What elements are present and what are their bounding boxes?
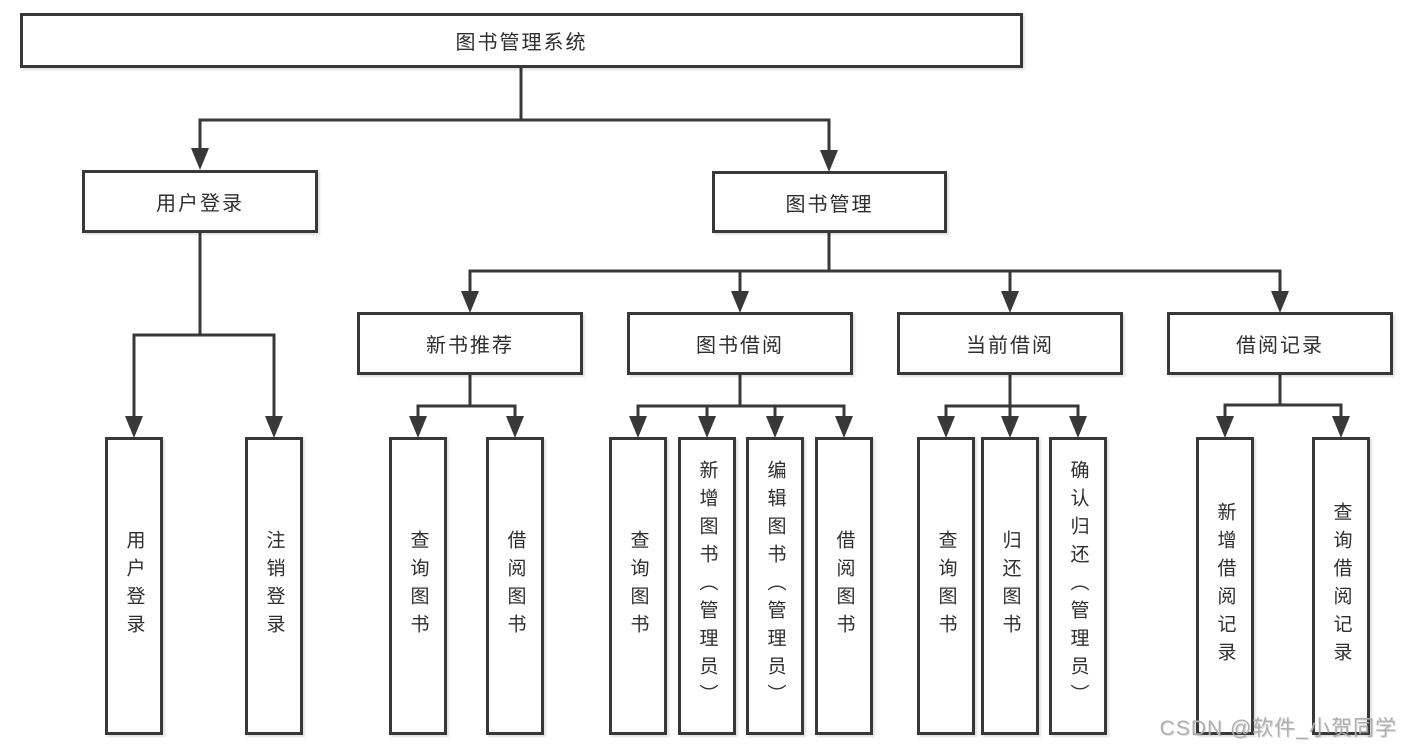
node-new-book-recommend: 新书推荐: [357, 312, 583, 375]
leaf-current-confirm-return-admin-label: 确认归还（管理员）: [1067, 460, 1089, 712]
leaf-records-add-record-label: 新增借阅记录: [1214, 502, 1236, 670]
leaf-current-return-books-label: 归还图书: [999, 530, 1021, 642]
leaf-records-query-record-label: 查询借阅记录: [1330, 502, 1352, 670]
leaf-borrow-edit-books-admin: 编辑图书（管理员）: [746, 437, 804, 735]
leaf-current-confirm-return-admin: 确认归还（管理员）: [1049, 437, 1107, 735]
leaf-current-return-books: 归还图书: [981, 437, 1039, 735]
leaf-borrow-add-books-admin: 新增图书（管理员）: [678, 437, 736, 735]
leaf-records-add-record: 新增借阅记录: [1196, 437, 1254, 735]
leaf-current-query-books: 查询图书: [917, 437, 975, 735]
leaf-newbooks-query-books: 查询图书: [389, 437, 447, 735]
leaf-logout-label: 注销登录: [263, 530, 285, 642]
node-book-borrow: 图书借阅: [627, 312, 853, 375]
node-current-borrow: 当前借阅: [897, 312, 1123, 375]
leaf-records-query-record: 查询借阅记录: [1312, 437, 1370, 735]
node-book-management: 图书管理: [712, 171, 947, 233]
node-current-borrow-label: 当前借阅: [966, 335, 1054, 357]
leaf-borrow-add-books-admin-label: 新增图书（管理员）: [696, 460, 718, 712]
leaf-borrow-edit-books-admin-label: 编辑图书（管理员）: [764, 460, 786, 712]
leaf-user-login: 用户登录: [105, 437, 163, 735]
leaf-user-login-label: 用户登录: [123, 530, 145, 642]
csdn-watermark: CSDN @软件_小贺同学: [1159, 717, 1397, 740]
node-user-login-branch: 用户登录: [82, 170, 318, 233]
node-borrow-records: 借阅记录: [1167, 312, 1393, 375]
node-user-login-branch-label: 用户登录: [156, 193, 244, 215]
leaf-logout: 注销登录: [245, 437, 303, 735]
leaf-borrow-query-books-label: 查询图书: [627, 530, 649, 642]
leaf-newbooks-borrow-books-label: 借阅图书: [504, 530, 526, 642]
node-book-management-label: 图书管理: [785, 193, 874, 216]
leaf-borrow-borrow-books-label: 借阅图书: [833, 530, 855, 642]
node-library-system-label: 图书管理系统: [455, 32, 588, 54]
node-book-borrow-label: 图书借阅: [696, 335, 784, 357]
node-borrow-records-label: 借阅记录: [1236, 335, 1324, 357]
leaf-borrow-query-books: 查询图书: [609, 437, 667, 735]
leaf-newbooks-query-books-label: 查询图书: [407, 530, 429, 642]
node-new-book-recommend-label: 新书推荐: [426, 335, 514, 357]
leaf-newbooks-borrow-books: 借阅图书: [486, 437, 544, 735]
leaf-current-query-books-label: 查询图书: [935, 530, 957, 642]
node-library-system: 图书管理系统: [20, 13, 1023, 68]
leaf-borrow-borrow-books: 借阅图书: [815, 437, 873, 735]
